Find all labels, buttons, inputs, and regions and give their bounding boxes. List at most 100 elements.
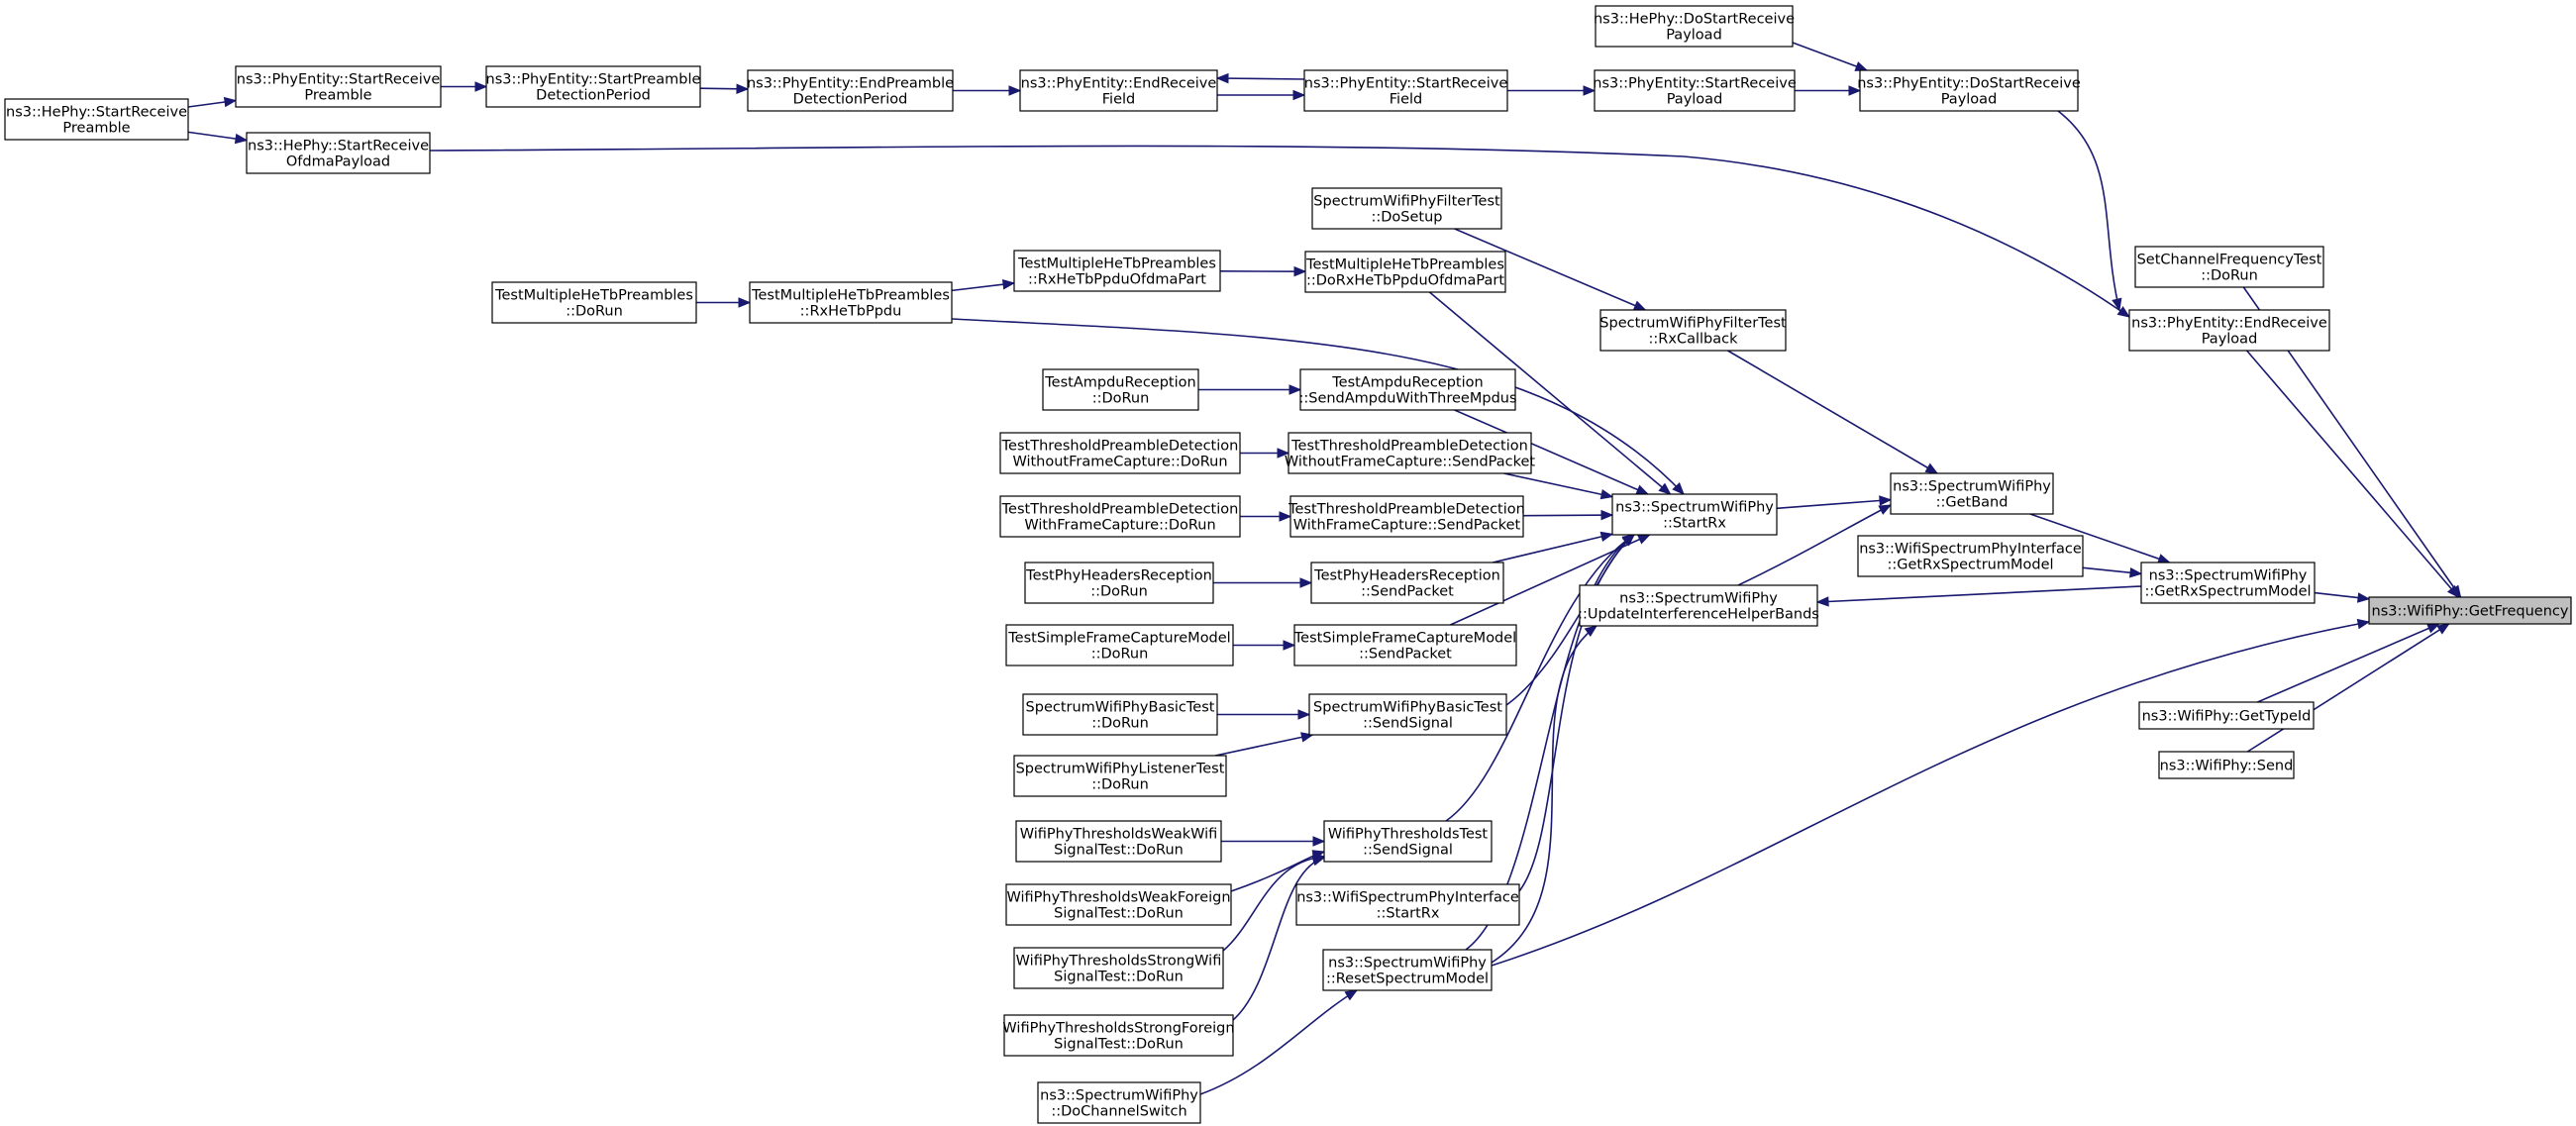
edge-getrxspec-to-updateinterf: [1815, 585, 2142, 607]
node-label-line: SignalTest::DoRun: [1054, 1037, 1184, 1053]
node-tpdwosend[interactable]: TestThresholdPreambleDetectionWithoutFra…: [1285, 432, 1536, 474]
node-box: [1304, 251, 1506, 293]
node-box: [2138, 701, 2315, 730]
node-dochanswitch[interactable]: ns3::SpectrumWifiPhy::DoChannelSwitch: [1037, 1081, 1201, 1124]
node-phyhdrsend[interactable]: TestPhyHeadersReception::SendPacket: [1310, 562, 1504, 604]
node-box: [1289, 495, 1524, 538]
edge-startrx-to-getband: [1776, 495, 1893, 510]
node-tmhrxofdma[interactable]: TestMultipleHeTbPreambles::RxHeTbPpduOfd…: [1013, 250, 1221, 292]
node-label-line: DetectionPeriod: [536, 88, 651, 104]
focus-node-getfreq[interactable]: ns3::WifiPhy::GetFrequency: [2368, 596, 2572, 625]
node-tpdworun[interactable]: TestThresholdPreambleDetectionWithoutFra…: [999, 432, 1241, 474]
node-box: [1311, 187, 1502, 230]
nodes-layer: ns3::WifiPhy::GetFrequency SetChannelFreq…: [4, 5, 2572, 1124]
node-getband[interactable]: ns3::SpectrumWifiPhy::GetBand: [1890, 472, 2054, 515]
node-label-line: ns3::SpectrumWifiPhy: [1328, 956, 1487, 972]
node-label-line: ns3::SpectrumWifiPhy: [1619, 591, 1778, 607]
node-box: [1890, 472, 2054, 515]
node-box: [1595, 5, 1794, 48]
node-label-line: ::SendPacket: [1361, 584, 1454, 600]
node-strongforeign[interactable]: WifiPhyThresholdsStrongForeignSignalTest…: [1002, 1014, 1235, 1057]
node-label-line: ns3::SpectrumWifiPhy: [2149, 568, 2308, 584]
node-label-line: ::DoRun: [566, 304, 623, 320]
edge-updateinterf-to-getband: [1737, 504, 1893, 586]
node-filtersetup[interactable]: SpectrumWifiPhyFilterTest::DoSetup: [1311, 187, 1502, 230]
node-endpreamble[interactable]: ns3::PhyEntity::EndPreambleDetectionPeri…: [747, 69, 954, 112]
node-rxcallback[interactable]: SpectrumWifiPhyFilterTest::RxCallback: [1599, 309, 1787, 352]
node-sfcmsend[interactable]: TestSimpleFrameCaptureModel::SendPacket: [1293, 624, 1517, 666]
node-label-line: ::DoRun: [1092, 391, 1150, 407]
edge-hestartpreamble-to-hestartofdma: [187, 131, 249, 145]
node-box: [485, 65, 701, 108]
node-label-line: ns3::PhyEntity::StartReceive: [1304, 76, 1508, 92]
node-wifisend[interactable]: ns3::WifiPhy::Send: [2158, 751, 2295, 779]
node-tpdwsend[interactable]: TestThresholdPreambleDetectionWithFrameC…: [1288, 495, 1525, 538]
node-weakwifi[interactable]: WifiPhyThresholdsWeakWifiSignalTest::DoR…: [1015, 820, 1222, 863]
node-label-line: ns3::PhyEntity::EndReceive: [2131, 316, 2327, 332]
node-threshsend[interactable]: WifiPhyThresholdsTest::SendSignal: [1323, 820, 1493, 863]
node-label-line: ns3::HePhy::StartReceive: [248, 139, 429, 154]
node-label-line: ns3::SpectrumWifiPhy: [1040, 1088, 1198, 1104]
node-ampdusend[interactable]: TestAmpduReception::SendAmpduWithThreeMp…: [1298, 368, 1517, 411]
node-startpreambledet[interactable]: ns3::PhyEntity::StartPreambleDetectionPe…: [485, 65, 701, 108]
node-box: [1599, 309, 1787, 352]
node-setchan[interactable]: SetChannelFrequencyTest::DoRun: [2134, 246, 2324, 288]
edge-startrecvfield-to-startrecvpayload: [1507, 85, 1597, 96]
node-label-line: Field: [1102, 92, 1135, 108]
node-tmhdorx[interactable]: TestMultipleHeTbPreambles::DoRxHeTbPpduO…: [1304, 251, 1506, 293]
node-strongwifi[interactable]: WifiPhyThresholdsStrongWifiSignalTest::D…: [1013, 947, 1224, 989]
node-ampdurun[interactable]: TestAmpduReception::DoRun: [1042, 368, 1199, 411]
node-phyhdrrun[interactable]: TestPhyHeadersReception::DoRun: [1024, 562, 1214, 604]
node-box: [1310, 562, 1504, 604]
node-box: [1857, 535, 2084, 577]
node-getrxspec[interactable]: ns3::SpectrumWifiPhy::GetRxSpectrumModel: [2140, 562, 2316, 604]
edge-rxcallback-to-getband: [1727, 350, 1939, 474]
node-label-line: Payload: [1666, 28, 1722, 44]
node-ifacestartrx[interactable]: ns3::WifiSpectrumPhyInterface::StartRx: [1295, 883, 1520, 926]
node-basicsend[interactable]: SpectrumWifiPhyBasicTest::SendSignal: [1308, 693, 1507, 736]
node-gettypeid[interactable]: ns3::WifiPhy::GetTypeId: [2138, 701, 2315, 730]
node-label-line: TestPhyHeadersReception: [1025, 568, 1212, 584]
node-startrx[interactable]: ns3::SpectrumWifiPhy::StartRx: [1611, 493, 1778, 536]
node-tmhdorun[interactable]: TestMultipleHeTbPreambles::DoRun: [491, 281, 697, 324]
edge-resetspec-to-updateinterf: [1491, 625, 1598, 964]
node-box: [1288, 432, 1532, 474]
edge-phyhdrsend-to-startrx: [1492, 531, 1614, 563]
node-label-line: SignalTest::DoRun: [1054, 906, 1184, 922]
node-label-line: Payload: [1667, 92, 1723, 108]
node-box: [1019, 69, 1218, 112]
node-resetspec[interactable]: ns3::SpectrumWifiPhy::ResetSpectrumModel: [1322, 949, 1493, 991]
node-label-line: WifiPhyThresholdsStrongWifi: [1016, 954, 1222, 970]
node-wifispecinterface[interactable]: ns3::WifiSpectrumPhyInterface::GetRxSpec…: [1857, 535, 2084, 577]
node-label-line: TestAmpduReception: [1044, 375, 1195, 391]
node-basicrun[interactable]: SpectrumWifiPhyBasicTest::DoRun: [1022, 693, 1218, 736]
node-tmhrx[interactable]: TestMultipleHeTbPreambles::RxHeTbPpdu: [749, 281, 953, 324]
node-label-line: OfdmaPayload: [286, 154, 390, 170]
edge-tmhrx-to-tmhrxofdma: [951, 279, 1016, 292]
node-box: [999, 495, 1241, 538]
edge-tmhrxofdma-to-tmhdorx: [1219, 265, 1307, 277]
node-label-line: ::GetRxSpectrumModel: [1887, 558, 2053, 573]
node-box: [1022, 693, 1218, 736]
node-box: [1322, 949, 1493, 991]
node-box: [1859, 69, 2079, 112]
node-sfcmrun[interactable]: TestSimpleFrameCaptureModel::DoRun: [1005, 624, 1234, 666]
node-weakforeign[interactable]: WifiPhyThresholdsWeakForeignSignalTest::…: [1005, 883, 1232, 926]
node-label-line: ns3::PhyEntity::StartReceive: [237, 72, 441, 88]
node-tpdwrun[interactable]: TestThresholdPreambleDetectionWithFrameC…: [999, 495, 1241, 538]
node-listenerrun[interactable]: SpectrumWifiPhyListenerTest::DoRun: [1013, 755, 1227, 797]
node-label-line: Preamble: [304, 88, 371, 104]
node-updateinterf[interactable]: ns3::SpectrumWifiPhy::UpdateInterference…: [1578, 584, 1819, 627]
node-label-line: TestMultipleHeTbPreambles: [494, 288, 693, 304]
node-label-line: WithoutFrameCapture::SendPacket: [1285, 455, 1536, 470]
